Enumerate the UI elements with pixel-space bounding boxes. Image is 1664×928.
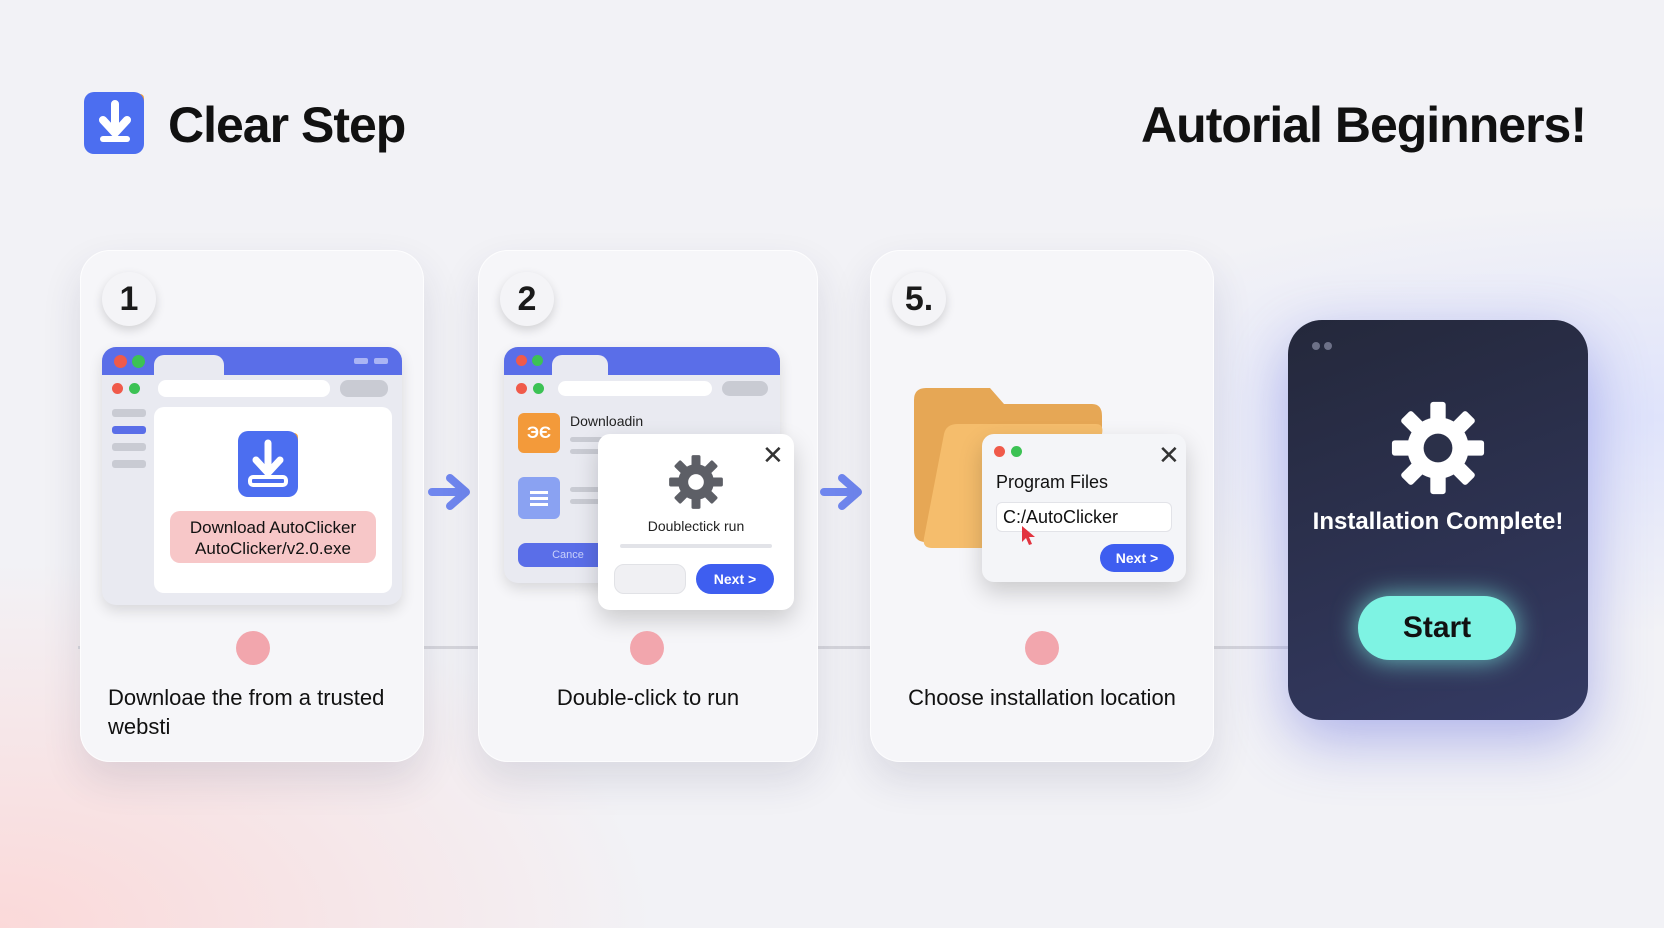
step-badge: 5. bbox=[892, 272, 946, 326]
timeline-dot bbox=[236, 631, 270, 665]
maximize-dot[interactable] bbox=[533, 383, 544, 394]
toolbar-button[interactable] bbox=[722, 381, 768, 396]
browser-window: Download AutoClicker AutoClicker/v2.0.ex… bbox=[102, 347, 402, 605]
download-line-2: AutoClicker/v2.0.exe bbox=[195, 539, 351, 558]
step-badge: 2 bbox=[500, 272, 554, 326]
next-button[interactable]: Next > bbox=[1100, 544, 1174, 572]
close-dot[interactable] bbox=[994, 446, 1005, 457]
folder-label: Downloadin bbox=[570, 413, 644, 429]
download-line-1: Download AutoClicker bbox=[189, 518, 357, 537]
run-dialog: ✕ Doublectick run Next > bbox=[598, 434, 794, 610]
document-icon[interactable] bbox=[518, 477, 560, 519]
sidebar-item[interactable] bbox=[112, 460, 146, 468]
gear-icon bbox=[1391, 401, 1485, 495]
arrow-right-icon bbox=[428, 474, 470, 510]
download-panel: Download AutoClicker AutoClicker/v2.0.ex… bbox=[154, 407, 392, 593]
installation-complete-card: Installation Complete! Start bbox=[1288, 320, 1588, 720]
install-path-field[interactable]: C:/AutoClicker bbox=[996, 502, 1172, 532]
caption-line-2: websti bbox=[108, 713, 171, 739]
close-icon[interactable]: ✕ bbox=[1158, 440, 1180, 470]
completion-title: Installation Complete! bbox=[1312, 508, 1564, 535]
window-dot bbox=[1312, 342, 1320, 350]
close-dot[interactable] bbox=[112, 383, 123, 394]
file-badge-text: ЭЄ bbox=[526, 423, 552, 442]
close-dot[interactable] bbox=[516, 383, 527, 394]
dialog-text: Doublectick run bbox=[647, 518, 745, 534]
file-meta-line bbox=[570, 437, 620, 442]
step-card-2: 2 ЭЄ Downloadin Cance ✕ bbox=[478, 250, 818, 762]
timeline-dot bbox=[630, 631, 664, 665]
sidebar-item[interactable] bbox=[112, 409, 146, 417]
address-bar[interactable] bbox=[558, 381, 712, 396]
brand-title: Clear Step bbox=[168, 97, 406, 153]
maximize-dot[interactable] bbox=[1011, 446, 1022, 457]
window-dot bbox=[1324, 342, 1332, 350]
caption-line-1: Downloae the from a trusted bbox=[108, 685, 385, 710]
dialog-title: Program Files bbox=[996, 472, 1109, 492]
file-meta-line bbox=[570, 499, 610, 504]
maximize-dot[interactable] bbox=[532, 355, 543, 366]
close-icon[interactable]: ✕ bbox=[762, 440, 784, 470]
arrow-right-icon bbox=[820, 474, 862, 510]
exe-file-icon[interactable]: ЭЄ bbox=[518, 413, 560, 453]
close-dot[interactable] bbox=[516, 355, 527, 366]
step-badge: 1 bbox=[102, 272, 156, 326]
download-folder-icon bbox=[238, 431, 298, 497]
start-button[interactable]: Start bbox=[1358, 596, 1516, 660]
cursor-icon bbox=[1022, 526, 1035, 545]
progress-track bbox=[620, 544, 772, 548]
page-headline: Autorial Beginners! bbox=[1141, 97, 1587, 153]
install-location-dialog: ✕ Program Files C:/AutoClicker Next > bbox=[982, 434, 1186, 582]
sidebar-item[interactable] bbox=[112, 443, 146, 451]
download-folder-icon bbox=[84, 92, 144, 154]
window-title-bar bbox=[102, 347, 402, 375]
step-card-1: 1 Download AutoClicker AutoClicker/v2.0.… bbox=[80, 250, 424, 762]
address-bar[interactable] bbox=[158, 380, 330, 397]
window-tab[interactable] bbox=[552, 355, 608, 377]
gear-icon bbox=[669, 455, 723, 509]
secondary-button[interactable] bbox=[614, 564, 686, 594]
file-meta-line bbox=[570, 449, 610, 454]
maximize-dot[interactable] bbox=[132, 355, 145, 368]
step-caption: Double-click to run bbox=[556, 685, 740, 710]
window-control bbox=[374, 358, 388, 364]
timeline-dot bbox=[1025, 631, 1059, 665]
close-dot[interactable] bbox=[114, 355, 127, 368]
step-caption: Choose installation location bbox=[908, 685, 1176, 710]
step-caption: Downloae the from a trusted websti bbox=[108, 684, 408, 741]
browser-tab[interactable] bbox=[154, 355, 224, 377]
file-meta-line bbox=[570, 487, 620, 492]
window-title-bar bbox=[504, 347, 780, 375]
sidebar-item-active[interactable] bbox=[112, 426, 146, 434]
maximize-dot[interactable] bbox=[129, 383, 140, 394]
window-control bbox=[354, 358, 368, 364]
download-filename[interactable]: Download AutoClicker AutoClicker/v2.0.ex… bbox=[170, 511, 376, 563]
toolbar-button[interactable] bbox=[340, 380, 388, 397]
step-card-3: 5. ✕ Program Files C:/AutoClicker Next >… bbox=[870, 250, 1214, 762]
next-button[interactable]: Next > bbox=[696, 564, 774, 594]
